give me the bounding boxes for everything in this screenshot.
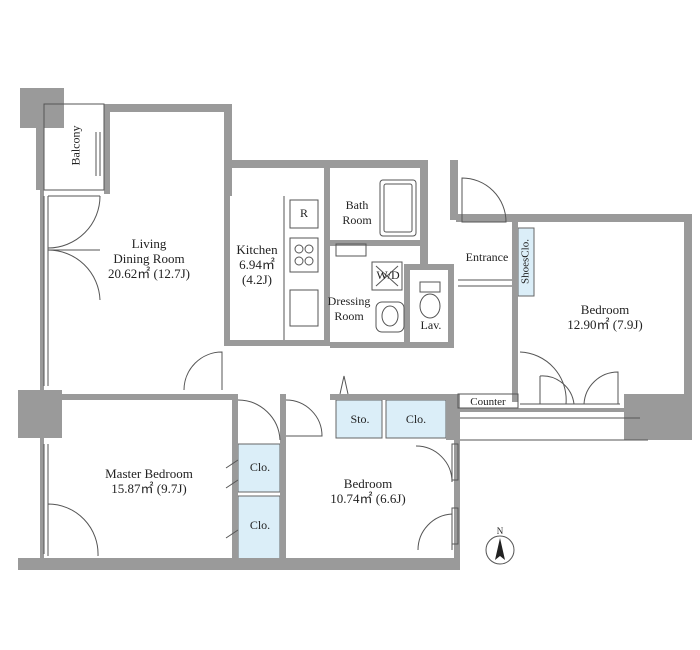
burners: [294, 244, 314, 266]
wd-label: W/D: [376, 268, 400, 282]
balcony-label: Balcony: [68, 125, 83, 166]
shoes-label: ShoesClo.: [519, 239, 532, 284]
compass-label: N: [496, 526, 504, 536]
fridge: [289, 199, 319, 229]
bedroom-south-label: Bedroom 10.74㎡ (6.6J): [330, 476, 406, 506]
closet-center: [385, 399, 447, 439]
clo-center-label: Clo.: [405, 412, 427, 426]
fixtures: [43, 103, 648, 557]
entrance-label: Entrance: [465, 250, 509, 264]
lav-label: Lav.: [420, 318, 442, 332]
master-bedroom-label: Master Bedroom 15.87㎡ (9.7J): [105, 466, 193, 496]
clo-lower-label: Clo.: [249, 518, 271, 532]
fridge-label: R: [299, 206, 308, 220]
balcony-area: [43, 103, 105, 191]
bedroom-east-label: Bedroom 12.90㎡ (7.9J): [567, 302, 643, 332]
sto-label: Sto.: [350, 412, 370, 426]
dressing-label: Dressing Room: [327, 294, 371, 323]
closet-upper: [237, 443, 281, 493]
living-label: Living Dining Room 20.62㎡ (12.7J): [108, 236, 190, 281]
clo-upper-label: Clo.: [249, 460, 271, 474]
kitchen-label: Kitchen 6.94㎡ (4.2J): [236, 242, 278, 287]
bath-label: Bath Room: [342, 198, 372, 227]
stove: [289, 237, 319, 273]
counter-label: Counter: [470, 396, 506, 408]
closet-sto: [335, 399, 383, 439]
compass: [485, 535, 515, 565]
sink: [289, 289, 319, 327]
